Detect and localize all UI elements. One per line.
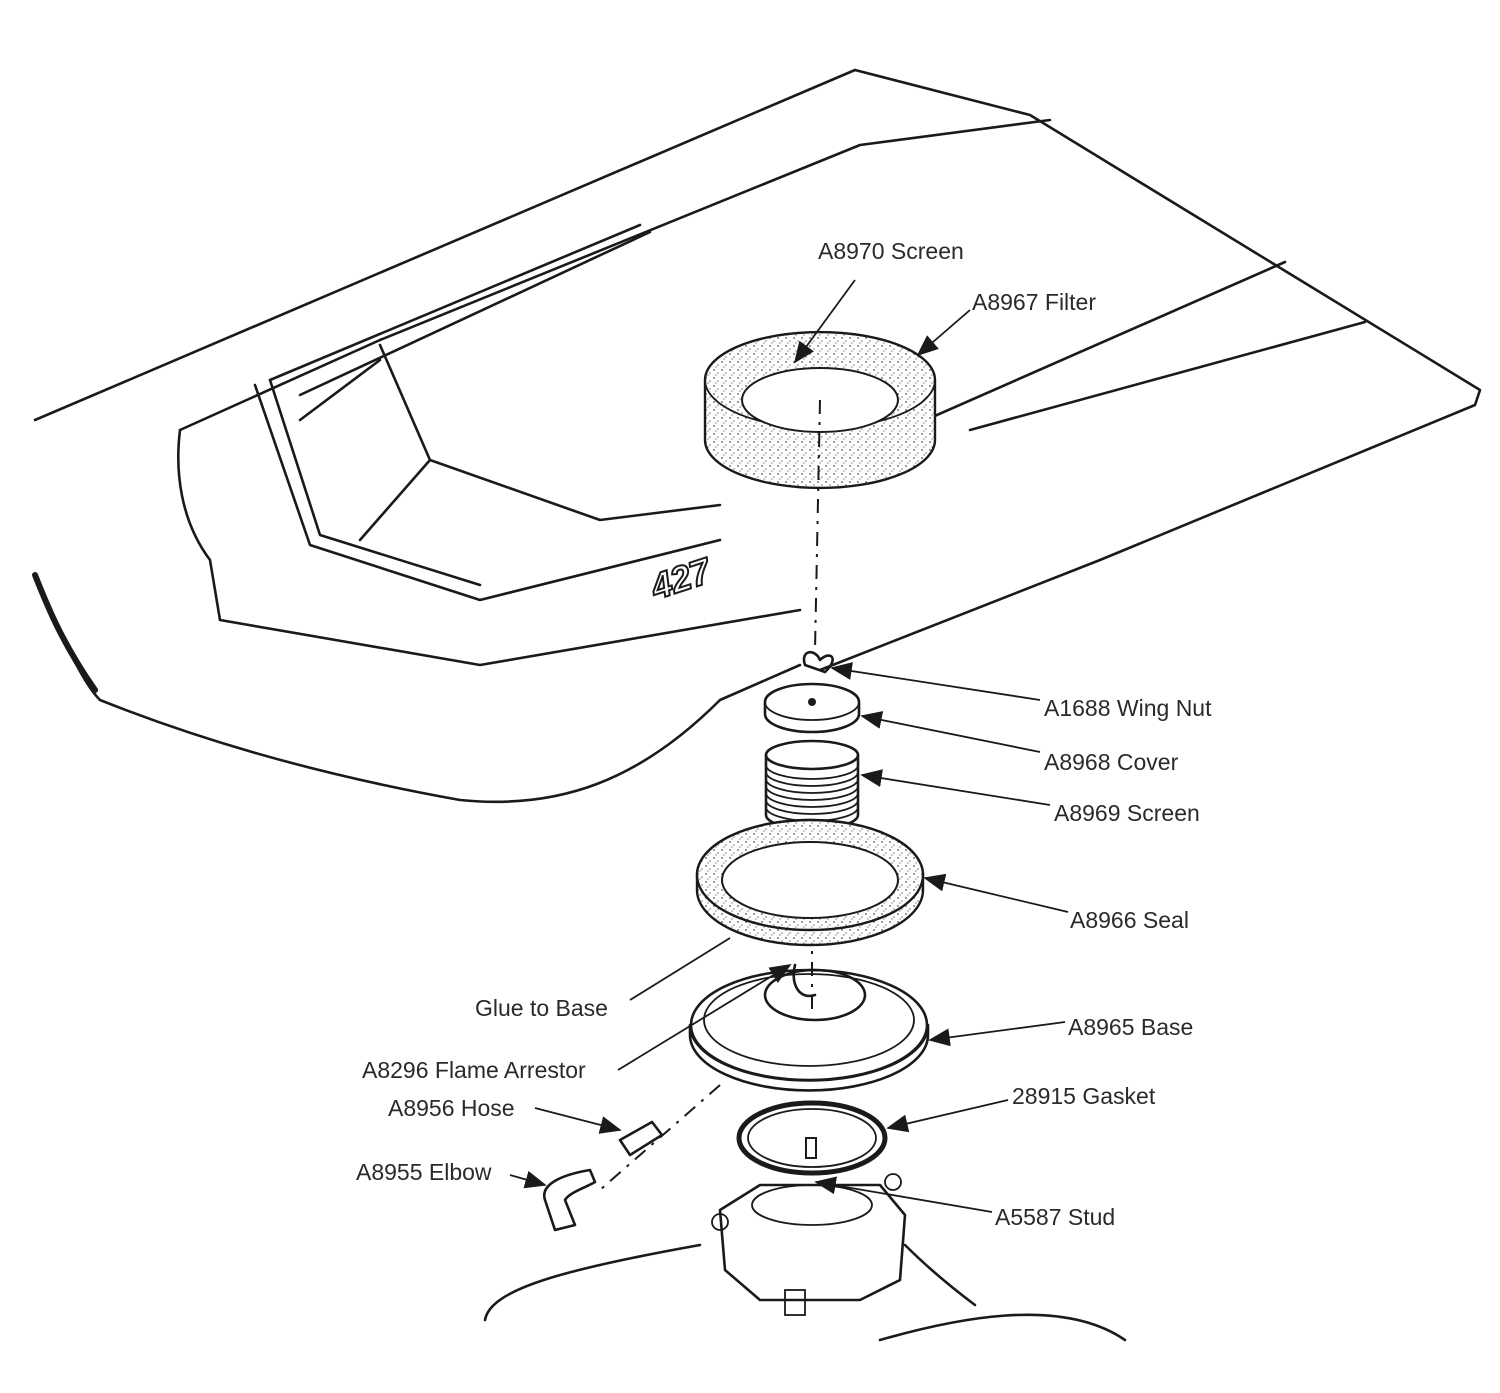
hood-badge: 427 xyxy=(645,549,718,607)
leader-lines xyxy=(509,279,1069,1213)
label-a8965-base: A8965 Base xyxy=(1068,1014,1193,1040)
label-a8968-cover: A8968 Cover xyxy=(1044,749,1179,775)
label-glue-to-base: Glue to Base xyxy=(475,995,608,1021)
label-a8955-elbow: A8955 Elbow xyxy=(356,1159,492,1185)
label-a1688-wing-nut: A1688 Wing Nut xyxy=(1044,695,1212,721)
label-28915-gasket: 28915 Gasket xyxy=(1012,1083,1156,1109)
hood-outline: 427 xyxy=(32,68,1482,804)
carburetor xyxy=(483,1173,1127,1342)
label-a8296-flame-arrestor: A8296 Flame Arrestor xyxy=(362,1057,586,1083)
label-a8970-screen: A8970 Screen xyxy=(818,238,964,264)
gasket-ring xyxy=(736,1100,888,1176)
label-a8967-filter: A8967 Filter xyxy=(972,289,1096,315)
seal-ring xyxy=(695,818,925,947)
label-a8956-hose: A8956 Hose xyxy=(388,1095,515,1121)
label-a8966-seal: A8966 Seal xyxy=(1070,907,1189,933)
cover xyxy=(763,682,861,734)
label-a5587-stud: A5587 Stud xyxy=(995,1204,1115,1230)
screen-cylinder xyxy=(764,739,860,831)
hose xyxy=(618,1120,664,1157)
elbow xyxy=(542,1168,597,1232)
label-a8969-screen: A8969 Screen xyxy=(1054,800,1200,826)
wing-nut xyxy=(802,651,834,674)
center-axis-upper xyxy=(814,399,821,651)
base-pan xyxy=(688,963,930,1092)
